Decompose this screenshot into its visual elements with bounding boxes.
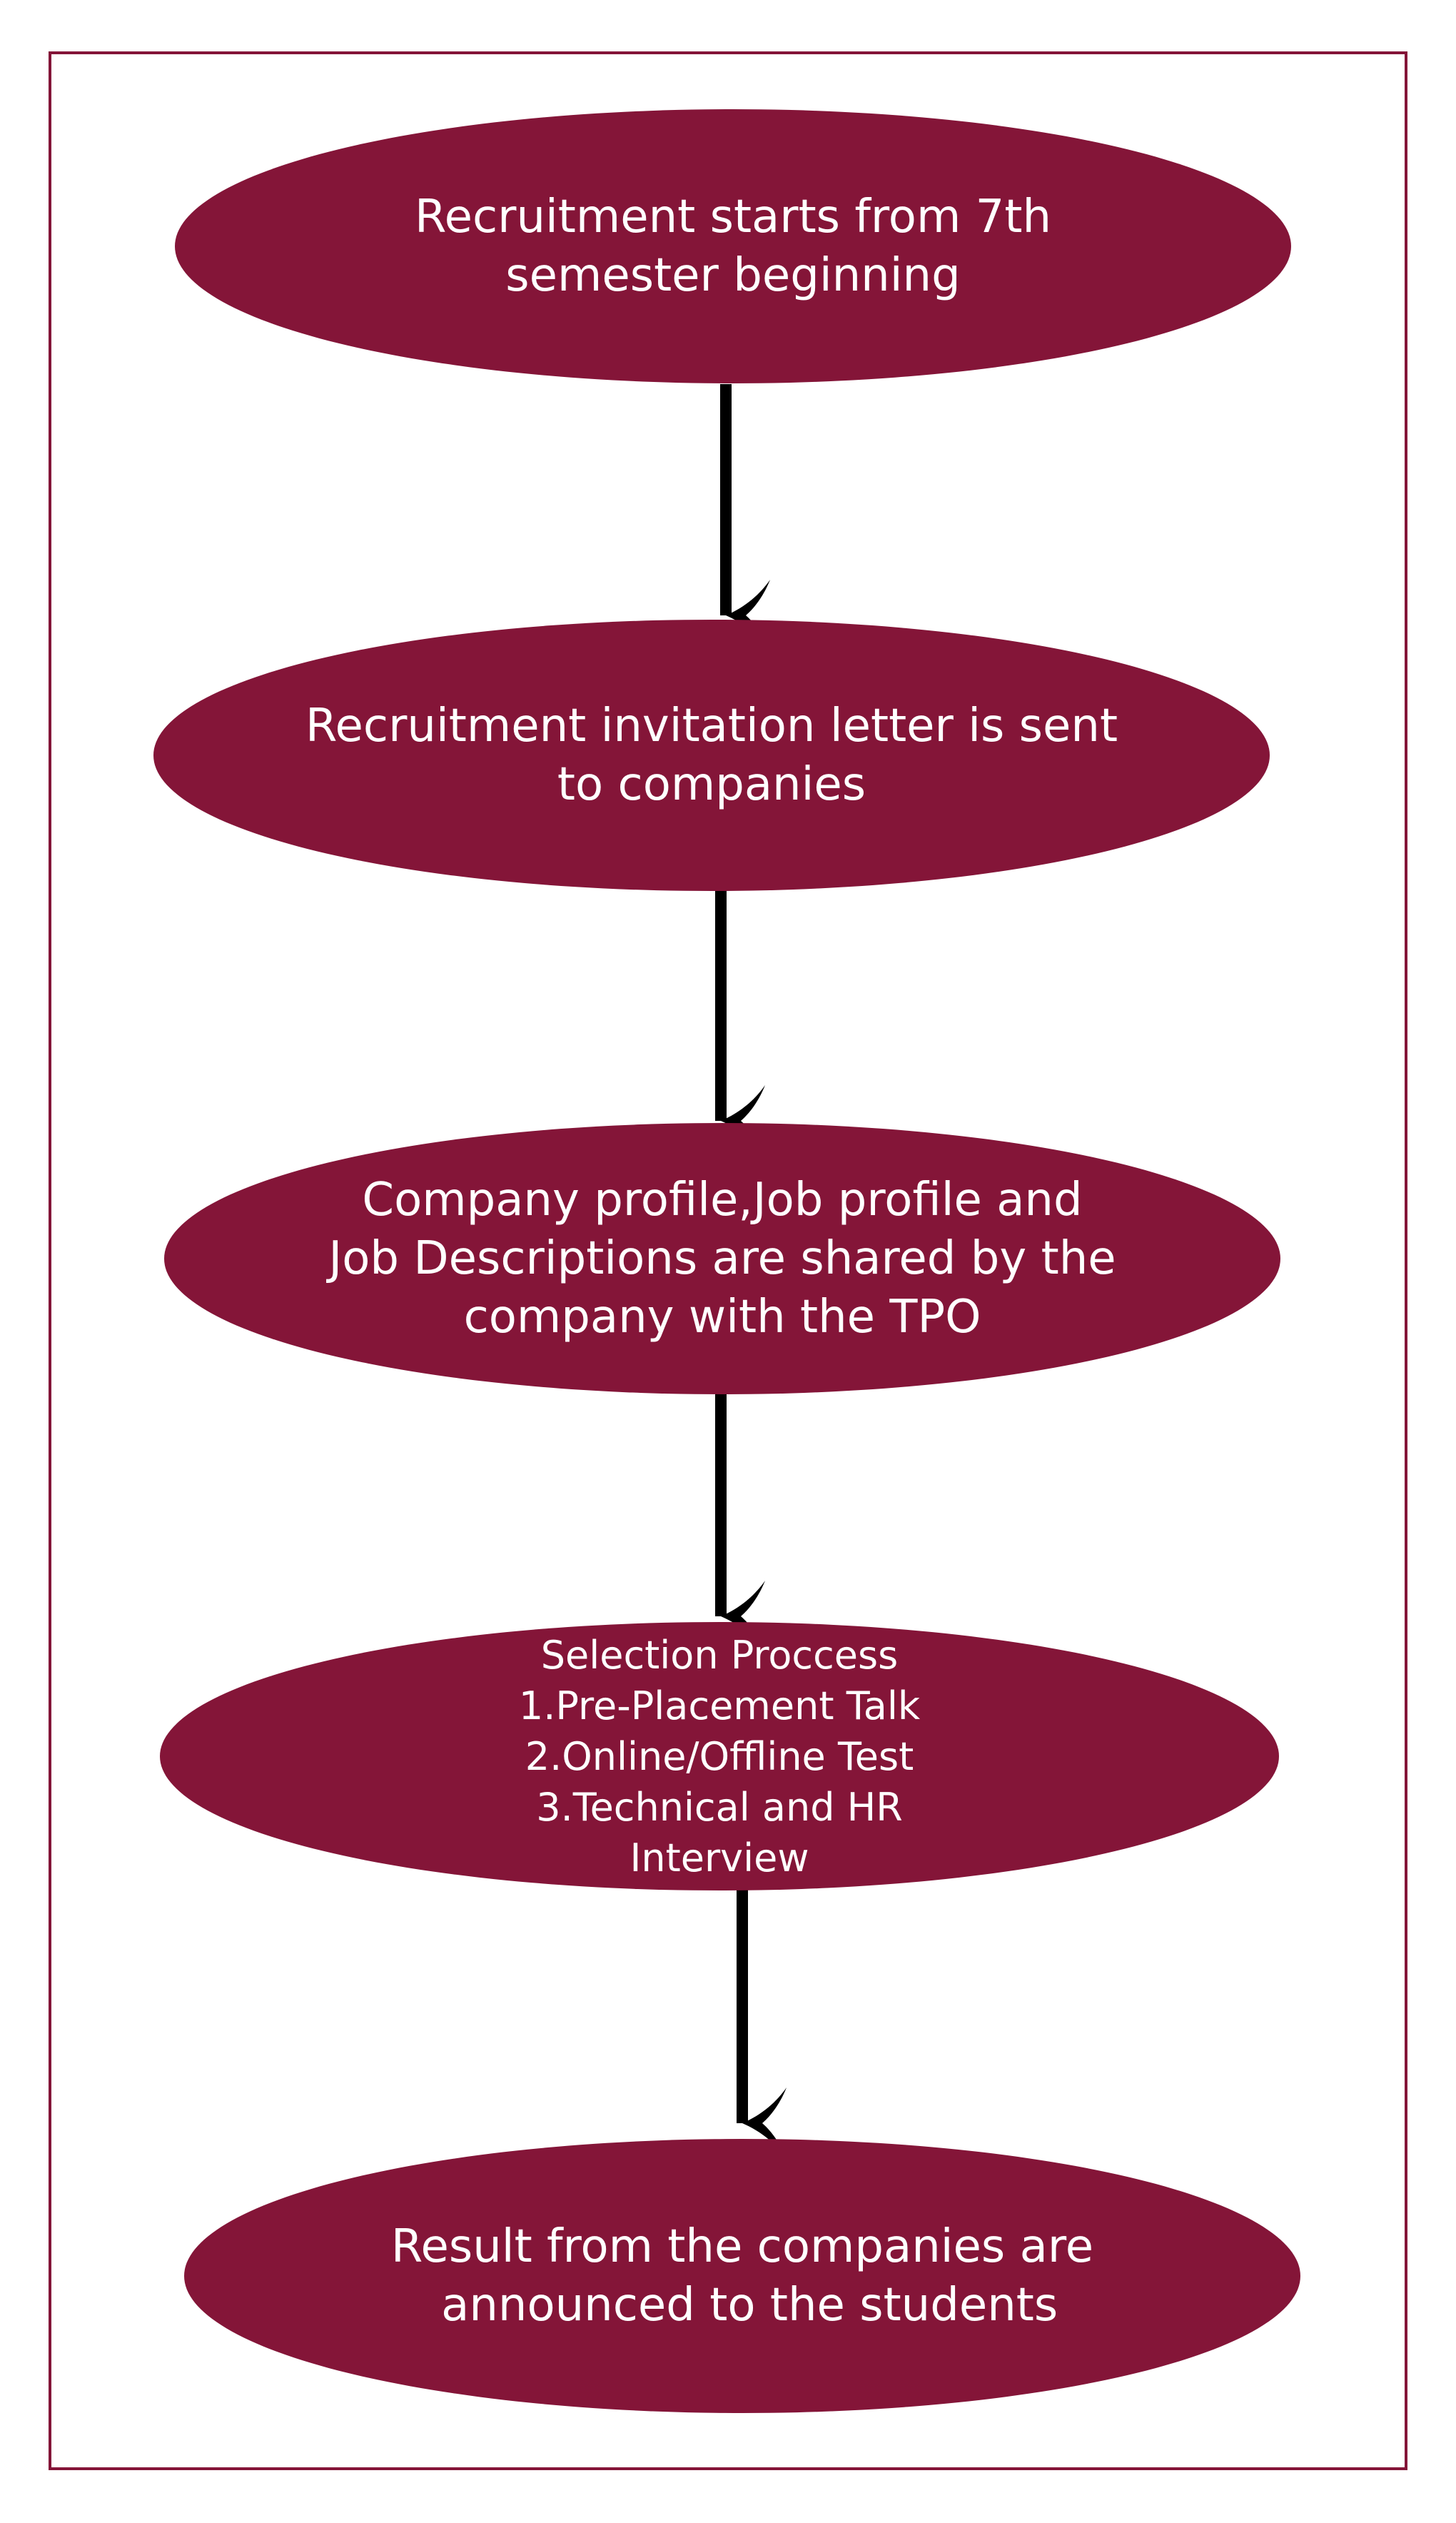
flow-node-1-text: Recruitment invitation letter is sent to… bbox=[226, 670, 1197, 841]
flow-node-2 bbox=[164, 1123, 1280, 1394]
flow-node-3-line-4: Interview bbox=[630, 1835, 809, 1880]
flow-node-1-line-0: Recruitment invitation letter is sent bbox=[305, 700, 1118, 752]
flow-node-1 bbox=[153, 620, 1270, 891]
flow-node-3 bbox=[160, 1622, 1279, 1890]
flow-node-3-line-1: 1.Pre-Placement Talk bbox=[518, 1683, 921, 1728]
flow-node-3-line-0: Selection Proccess bbox=[540, 1632, 899, 1678]
flow-node-3-line-2: 2.Online/Offline Test bbox=[525, 1733, 914, 1779]
flow-node-2-line-2: company with the TPO bbox=[463, 1291, 981, 1344]
flow-node-1-line-1: to companies bbox=[557, 758, 866, 811]
flow-node-4-text: Result from the companies are announced … bbox=[257, 2190, 1228, 2362]
flow-node-0-line-0: Recruitment starts from 7th bbox=[414, 191, 1052, 243]
flow-node-0-line-1: semester beginning bbox=[505, 249, 961, 302]
flow-node-3-line-3: 3.Technical and HR bbox=[536, 1784, 903, 1830]
flow-node-4-line-0: Result from the companies are bbox=[390, 2220, 1094, 2273]
flow-node-0-text: Recruitment starts from 7th semester beg… bbox=[248, 161, 1218, 332]
diagram-frame bbox=[49, 51, 1407, 2470]
flow-node-4 bbox=[184, 2139, 1300, 2413]
flow-node-4-line-1: announced to the students bbox=[426, 2279, 1058, 2332]
flow-node-3-text: Selection Proccess 1.Pre-Placement Talk … bbox=[291, 1621, 1148, 1892]
flow-node-0 bbox=[175, 109, 1291, 383]
flow-node-2-text: Company profile,Job profile and Job Desc… bbox=[237, 1144, 1208, 1373]
flow-node-2-line-1: Job Descriptions are shared by the bbox=[328, 1232, 1116, 1285]
flow-node-2-line-0: Company profile,Job profile and bbox=[362, 1174, 1083, 1227]
